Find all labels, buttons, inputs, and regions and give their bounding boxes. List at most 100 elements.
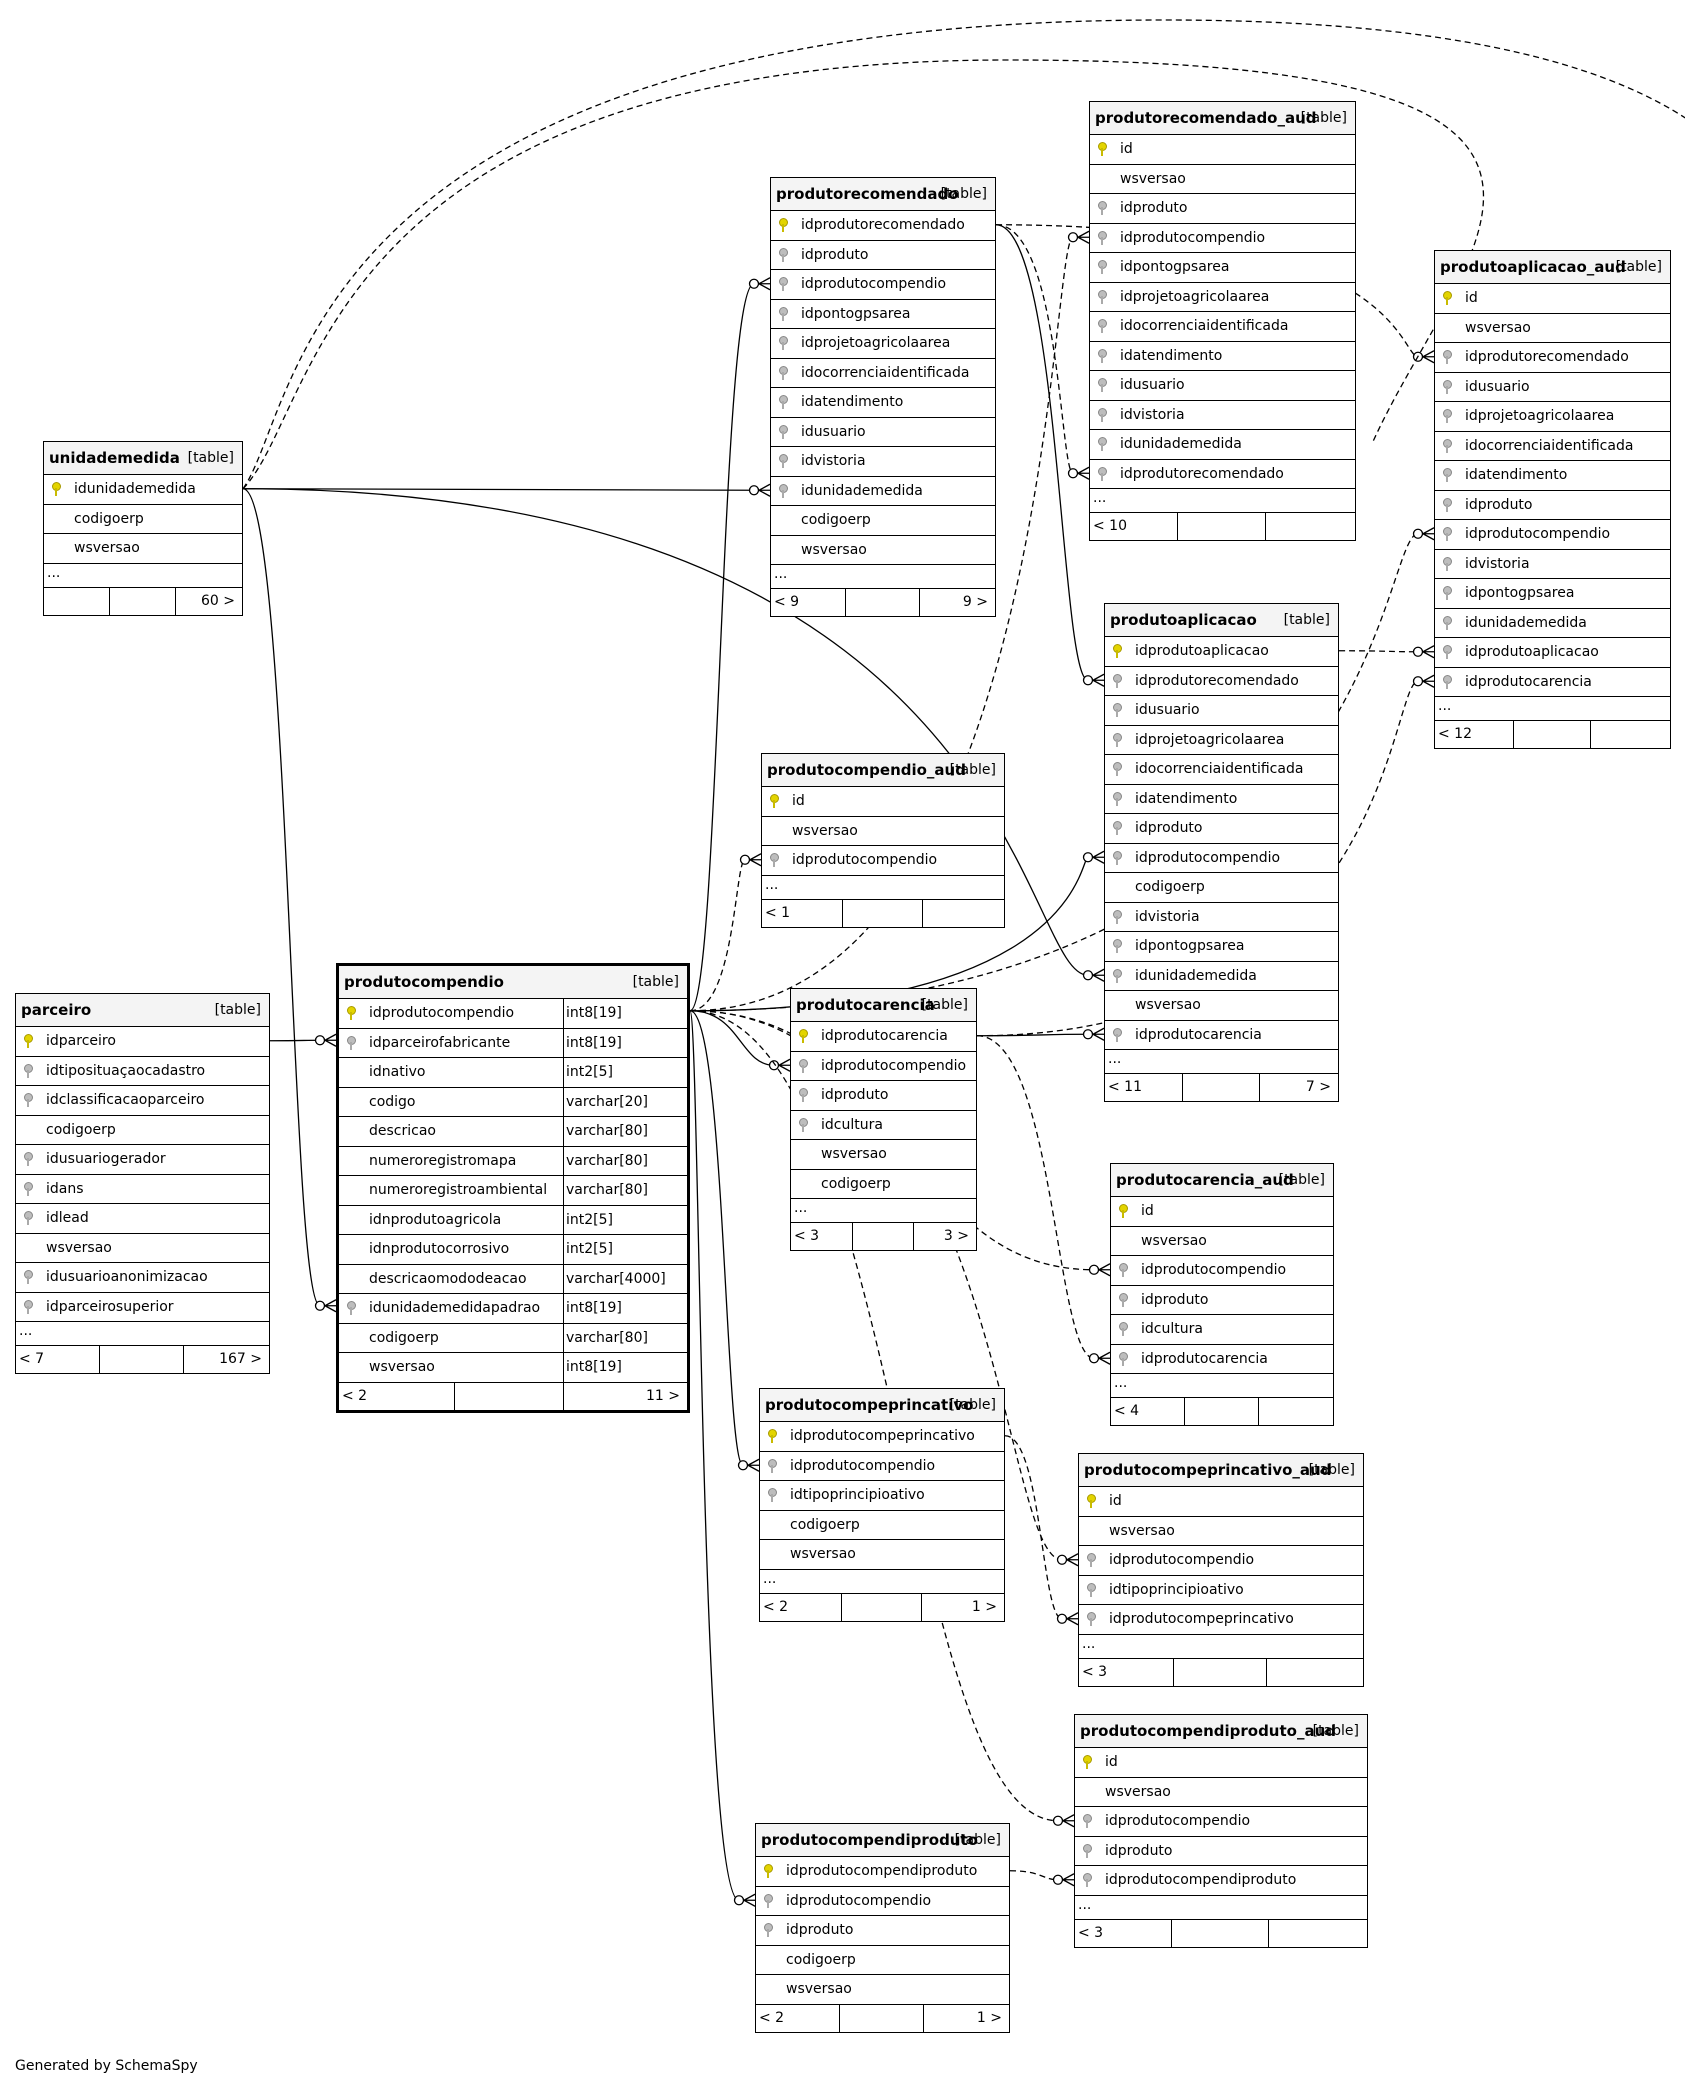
column-row[interactable]: idprojetoagricolaarea (1435, 402, 1670, 432)
column-row[interactable]: idprodutorecomendado (1435, 343, 1670, 373)
parents-count-link[interactable]: < 10 (1093, 518, 1127, 534)
column-row[interactable]: idocorrenciaidentificada (1105, 755, 1338, 785)
children-count-link[interactable]: 11 > (646, 1387, 680, 1404)
table-produtorecomendado[interactable]: produtorecomendado[table]idprodutorecome… (770, 177, 996, 617)
column-row[interactable]: idprodutorecomendado (1090, 460, 1355, 489)
column-row[interactable]: idunidademedida (1105, 962, 1338, 991)
column-row[interactable]: idprodutocompeprincativo (1079, 1605, 1363, 1635)
column-row[interactable]: codigoerp (771, 506, 995, 536)
column-row[interactable]: idproduto (791, 1081, 976, 1111)
column-row[interactable]: codigoerp (760, 1511, 1004, 1540)
parents-count-link[interactable]: < 3 (1078, 1924, 1104, 1941)
column-row[interactable]: idprodutocompendio (791, 1052, 976, 1081)
children-count-link[interactable]: 60 > (201, 592, 235, 609)
column-row[interactable]: idpontogpsarea (771, 300, 995, 329)
column-row[interactable]: idprodutoaplicacao (1105, 637, 1338, 667)
table-produtoaplicacao[interactable]: produtoaplicacao[table]idprodutoaplicaca… (1104, 603, 1339, 1102)
column-row[interactable]: idprodutocarencia (791, 1022, 976, 1052)
column-row[interactable]: idproduto (1111, 1286, 1333, 1315)
parents-count-link[interactable]: < 9 (774, 594, 800, 610)
column-row[interactable]: idatendimento (1090, 342, 1355, 371)
table-name[interactable]: produtocompendiproduto_aud (1080, 1722, 1336, 1740)
column-row[interactable]: idprodutocompendio (762, 846, 1004, 876)
column-row[interactable]: wsversao (771, 536, 995, 565)
table-name[interactable]: produtocarencia_aud (1116, 1171, 1294, 1189)
column-row[interactable]: idproduto (1435, 491, 1670, 520)
table-name[interactable]: produtocompendiproduto (761, 1831, 978, 1849)
column-row[interactable]: id (1075, 1748, 1367, 1778)
column-row[interactable]: idprodutocompendio (760, 1452, 1004, 1481)
column-row[interactable]: idprodutocompendiproduto (1075, 1866, 1367, 1896)
children-count-link[interactable]: 7 > (1305, 1079, 1331, 1095)
column-row[interactable]: id (1111, 1197, 1333, 1227)
column-row[interactable]: idclassificacaoparceiro (16, 1086, 269, 1116)
parents-count-link[interactable]: < 11 (1108, 1079, 1142, 1095)
column-row[interactable]: idprodutocompendio (1090, 224, 1355, 253)
column-row[interactable]: idocorrenciaidentificada (1090, 312, 1355, 342)
parents-count-link[interactable]: < 3 (794, 1228, 820, 1244)
column-row[interactable]: idparceirosuperior (16, 1293, 269, 1322)
column-row[interactable]: id (1435, 284, 1670, 314)
parents-count-link[interactable]: < 4 (1114, 1403, 1140, 1419)
column-row[interactable]: idprodutocompendio (1079, 1546, 1363, 1576)
column-row[interactable]: idprodutocarencia (1111, 1345, 1333, 1374)
column-row[interactable]: idusuario (1090, 371, 1355, 401)
table-name[interactable]: produtorecomendado_aud (1095, 109, 1317, 127)
column-row[interactable]: wsversao (791, 1140, 976, 1170)
column-row[interactable]: idocorrenciaidentificada (771, 359, 995, 388)
column-row[interactable]: idpontogpsarea (1105, 932, 1338, 962)
column-row[interactable]: id (1079, 1487, 1363, 1517)
column-row[interactable]: idprodutocarencia (1435, 668, 1670, 697)
column-row[interactable]: idproduto (771, 241, 995, 270)
column-row[interactable]: idcultura (791, 1111, 976, 1140)
children-count-link[interactable]: 167 > (219, 1351, 262, 1367)
column-row[interactable]: idvistoria (771, 447, 995, 477)
table-produtocompeprincativo[interactable]: produtocompeprincativo[table]idprodutoco… (759, 1388, 1005, 1622)
column-row[interactable]: idocorrenciaidentificada (1435, 432, 1670, 461)
column-row[interactable]: idusuariogerador (16, 1145, 269, 1175)
table-name[interactable]: unidademedida (49, 449, 180, 467)
column-row[interactable]: idprodutocompendiproduto (756, 1857, 1009, 1887)
column-row[interactable]: idtipoprincipioativo (760, 1481, 1004, 1511)
children-count-link[interactable]: 1 > (976, 2009, 1002, 2026)
column-row[interactable]: codigoerp (756, 1946, 1009, 1975)
column-row[interactable]: idprojetoagricolaarea (1090, 283, 1355, 312)
table-name[interactable]: produtocarencia (796, 996, 935, 1014)
column-row[interactable]: idprodutocompendio (771, 270, 995, 300)
parents-count-link[interactable]: < 2 (342, 1387, 368, 1404)
column-row[interactable]: wsversao (1075, 1778, 1367, 1807)
column-row[interactable]: idprodutocompendio (1111, 1256, 1333, 1286)
column-row[interactable]: wsversao (1111, 1227, 1333, 1256)
column-row[interactable]: idprojetoagricolaarea (1105, 726, 1338, 755)
children-count-link[interactable]: 3 > (943, 1228, 969, 1244)
column-row[interactable]: wsversao (1090, 165, 1355, 194)
column-row[interactable]: idprojetoagricolaarea (771, 329, 995, 359)
parents-count-link[interactable]: < 12 (1438, 726, 1472, 742)
column-row[interactable]: codigoerp (16, 1116, 269, 1145)
table-produtocompendio[interactable]: produtocompendio[table]idprodutocompendi… (336, 963, 690, 1413)
column-row[interactable]: idlead (16, 1204, 269, 1234)
column-row[interactable]: idprodutocompendio (756, 1887, 1009, 1916)
column-row[interactable]: idunidademedida (771, 477, 995, 506)
table-name[interactable]: produtoaplicacao (1110, 611, 1257, 629)
column-row[interactable]: idusuario (1435, 373, 1670, 402)
table-name[interactable]: produtoaplicacao_aud (1440, 258, 1626, 276)
column-row[interactable]: idtipoprincipioativo (1079, 1576, 1363, 1605)
column-row[interactable]: idtiposituaçaocadastro (16, 1057, 269, 1086)
column-row[interactable]: codigoerp (791, 1170, 976, 1199)
column-row[interactable]: idcultura (1111, 1315, 1333, 1345)
